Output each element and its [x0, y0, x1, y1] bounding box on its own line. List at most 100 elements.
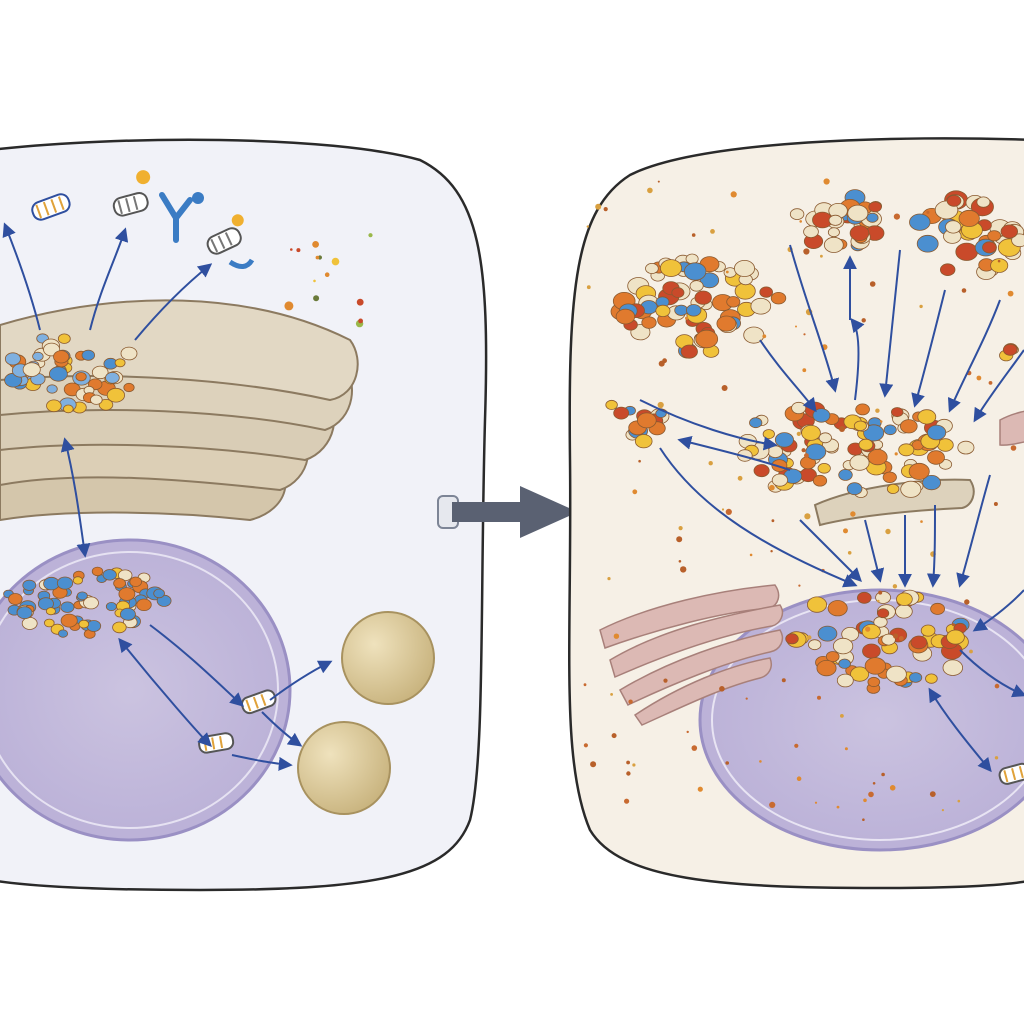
molecule-dot	[710, 229, 715, 234]
protein-coil-icon	[206, 214, 244, 255]
protein-granule	[120, 346, 138, 361]
protein-granule	[634, 434, 653, 449]
aggregation-arrows	[639, 244, 1024, 773]
protein-granule	[882, 471, 897, 484]
protein-granule	[105, 371, 120, 384]
protein-granule	[868, 201, 882, 213]
protein-granule	[803, 225, 819, 239]
molecule-dot	[730, 191, 737, 198]
protein-granule	[32, 351, 44, 361]
protein-granule	[46, 399, 62, 413]
protein-granule	[615, 308, 636, 325]
protein-granule	[886, 483, 900, 494]
molecule-dot	[976, 375, 982, 381]
molecule-dot	[358, 318, 363, 324]
molecule-dot	[721, 508, 725, 511]
molecule-dot	[719, 686, 725, 692]
protein-granule	[847, 204, 869, 222]
molecule-dot	[586, 225, 589, 228]
molecule-dot	[611, 733, 617, 739]
molecule-dot	[850, 511, 856, 517]
protein-granule	[946, 194, 962, 207]
protein-granule	[49, 366, 68, 382]
molecule-dot	[769, 801, 776, 809]
protein-granule	[801, 424, 821, 441]
protein-granule	[832, 637, 854, 655]
protein-granule	[43, 618, 55, 628]
protein-granule	[726, 296, 741, 308]
molecule-dot	[964, 599, 970, 605]
molecule-dot	[296, 248, 301, 253]
right-cell	[568, 137, 1024, 890]
molecule-dot	[814, 801, 818, 804]
molecule-dot	[662, 358, 667, 364]
protein-granule	[695, 329, 719, 349]
molecule-dot	[798, 584, 801, 587]
protein-granule	[613, 406, 630, 420]
molecule-dot	[862, 818, 865, 821]
left-cell	[0, 138, 488, 892]
molecule-dot	[678, 560, 682, 563]
molecule-dot	[284, 301, 294, 311]
protein-granule	[849, 454, 870, 471]
protein-granule	[864, 657, 887, 675]
molecule-dot	[737, 475, 743, 481]
protein-granule	[129, 576, 143, 588]
trafficking-arrows	[2, 222, 333, 771]
protein-granule	[823, 236, 844, 253]
molecule-dot	[894, 452, 898, 456]
molecule-dot	[725, 508, 732, 515]
molecule-dot	[885, 528, 891, 535]
protein-granule	[812, 408, 831, 423]
molecule-dot	[691, 745, 698, 751]
protein-granule	[909, 213, 931, 231]
molecule-dot	[878, 590, 883, 595]
protein-granule	[86, 620, 102, 632]
molecule-dot	[725, 270, 729, 274]
molecule-dot	[988, 381, 993, 385]
molecule-dot	[920, 520, 923, 523]
molecule-dot	[613, 633, 620, 639]
molecule-dot	[861, 318, 866, 323]
protein-granule	[900, 480, 922, 498]
molecule-dot	[685, 316, 689, 320]
protein-granule	[867, 676, 881, 688]
protein-granule	[37, 597, 54, 611]
protein-granule	[862, 643, 881, 659]
molecule-dot	[708, 461, 713, 466]
protein-granule	[734, 282, 756, 300]
vesicle	[297, 721, 391, 815]
protein-granule	[136, 598, 152, 612]
free-molecules	[284, 233, 373, 328]
protein-granule	[856, 591, 872, 604]
molecule-dot	[1007, 290, 1014, 297]
protein-granule	[920, 624, 936, 637]
protein-granule	[885, 665, 907, 683]
molecule-dot	[994, 756, 999, 760]
protein-granule	[117, 569, 133, 582]
molecule-dot	[678, 526, 683, 531]
protein-granule	[750, 297, 772, 315]
molecule-dot	[872, 782, 876, 785]
protein-granule	[898, 443, 915, 457]
protein-granule	[942, 659, 964, 676]
molecule-dot	[697, 786, 703, 792]
molecule-dot	[628, 699, 633, 704]
molecule-dot	[796, 776, 802, 781]
protein-granule	[863, 424, 885, 442]
protein-granule	[1002, 343, 1018, 356]
protein-granule	[81, 349, 96, 361]
protein-granule	[908, 672, 923, 683]
protein-granule	[153, 588, 165, 599]
protein-granule	[910, 635, 928, 650]
protein-granule	[90, 394, 103, 405]
protein-granule	[123, 382, 135, 393]
protein-granule	[876, 608, 890, 619]
protein-granule	[689, 280, 704, 292]
molecule-dot	[586, 285, 591, 290]
protein-granule	[91, 365, 109, 380]
molecule-dot	[315, 255, 320, 260]
molecule-dot	[324, 272, 330, 278]
protein-granule	[895, 604, 913, 619]
